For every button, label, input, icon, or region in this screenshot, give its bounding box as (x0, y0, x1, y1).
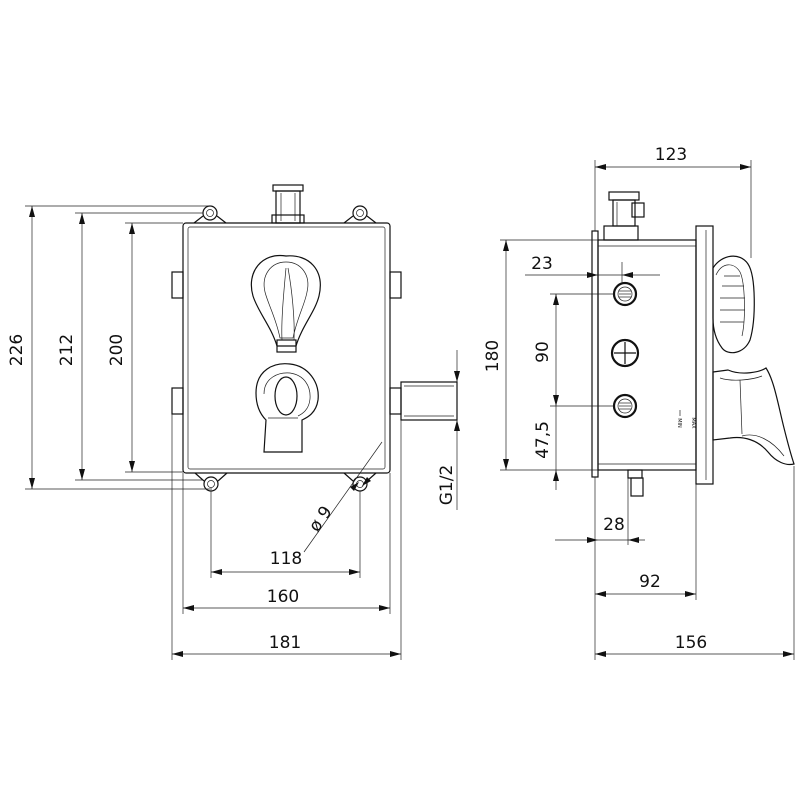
side-top-connector (603, 191, 645, 241)
mounting-ear-bottom-left (194, 472, 228, 492)
dim-depth-156: 156 (675, 633, 707, 653)
side-lever (712, 367, 795, 466)
front-plate-inner (187, 226, 386, 470)
front-horizontal-dims: 118 160 181 (172, 549, 401, 657)
side-knob (712, 255, 755, 354)
dim-offset-47-5: 47,5 (533, 421, 553, 459)
dim-depth-28: 28 (603, 515, 625, 535)
port-top (612, 281, 638, 307)
front-extension-lines (25, 205, 458, 660)
side-cover-plate (695, 225, 714, 485)
dim-depth-92: 92 (639, 572, 661, 592)
dim-width-181: 181 (269, 633, 301, 653)
dim-width-118: 118 (270, 549, 302, 569)
outlet-pipe (400, 381, 458, 421)
dim-depth-23: 23 (531, 254, 553, 274)
dim-width-160: 160 (267, 587, 299, 607)
side-view: MIN MAX (483, 145, 795, 660)
outlet-thread-dim: G1/2 (437, 371, 460, 505)
hole-diameter-leader: ø 9 (303, 441, 383, 553)
dim-g12: G1/2 (437, 465, 457, 506)
side-lugs (171, 271, 402, 415)
dim-height-200: 200 (107, 334, 127, 366)
top-connector (271, 184, 305, 224)
port-bottom (612, 393, 638, 419)
port-middle (610, 338, 640, 368)
side-extension-lines (500, 160, 795, 660)
label-max: MAX (690, 417, 696, 429)
mounting-ear-top-right (343, 205, 377, 224)
dim-height-180: 180 (483, 340, 503, 372)
front-plate (182, 222, 391, 474)
dim-spacing-90: 90 (533, 341, 553, 363)
front-view: 226 212 200 G1/2 ø 9 118 (7, 184, 460, 660)
upper-knob (250, 254, 321, 353)
dim-depth-123: 123 (655, 145, 687, 165)
side-flange (591, 230, 599, 478)
side-bottom-connector (627, 469, 644, 497)
dim-hole-dia: ø 9 (305, 502, 337, 535)
mounting-ear-top-left (193, 205, 227, 224)
dim-height-226: 226 (7, 334, 27, 366)
front-vertical-dims: 226 212 200 (7, 206, 135, 489)
label-min: MIN (676, 418, 682, 428)
dim-height-212: 212 (57, 334, 77, 366)
lower-lever (255, 363, 319, 453)
